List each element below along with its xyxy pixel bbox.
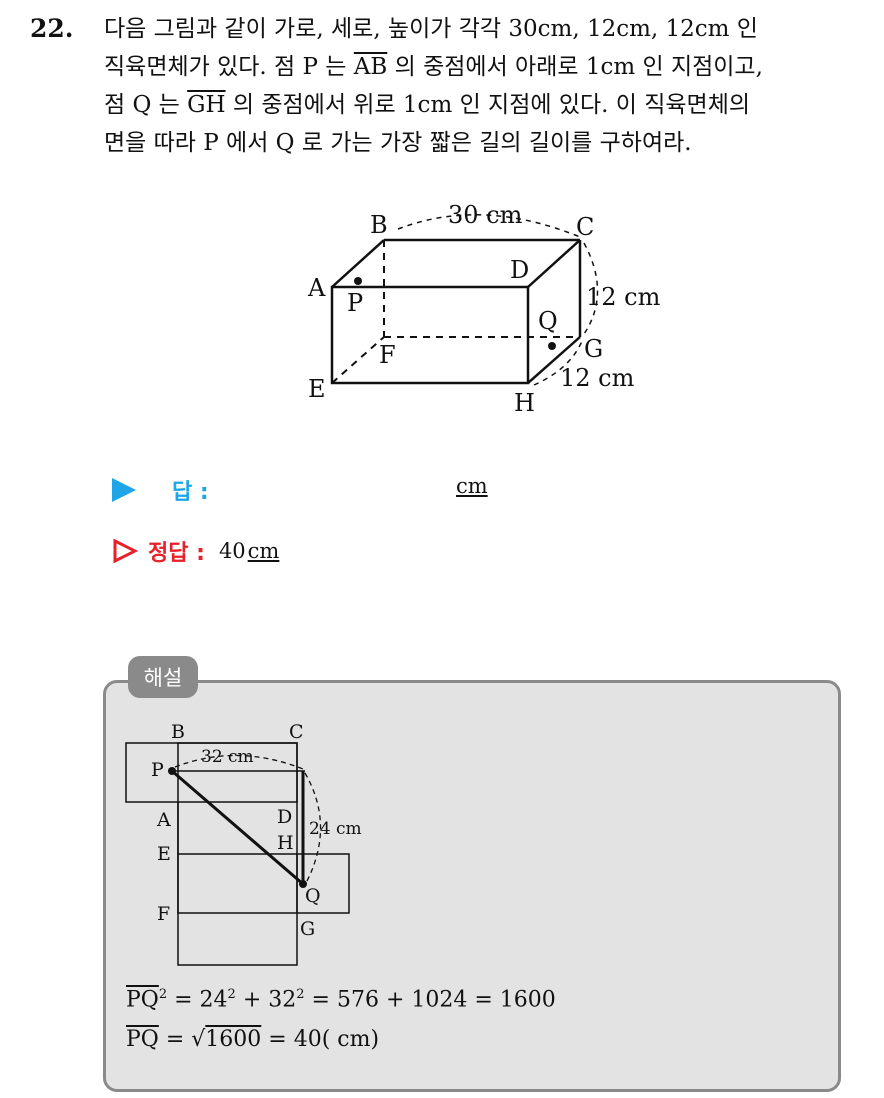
eq1-b: 32 bbox=[268, 987, 297, 1013]
eq2-lhs: PQ bbox=[126, 1027, 159, 1052]
question-line-2-rest: 의 중점에서 아래로 1cm 인 지점이고, bbox=[394, 54, 763, 80]
answer-arrow-icon bbox=[112, 478, 136, 502]
correct-value: 40 bbox=[218, 539, 246, 563]
net-point-q-dot bbox=[299, 880, 307, 888]
equation-1: PQ2 = 242 + 322 = 576 + 1024 = 1600 bbox=[126, 987, 556, 1013]
net-label-b: B bbox=[171, 721, 185, 743]
label-e: E bbox=[308, 375, 326, 403]
segment-gh: GH bbox=[187, 92, 226, 118]
net-figure: B C P A D E H F Q G 32 cm 24 cm bbox=[125, 721, 362, 966]
question-line-2-text: 직육면체가 있다. 점 P 는 bbox=[104, 54, 347, 80]
answer-unit: cm bbox=[456, 474, 488, 498]
net-label-f: F bbox=[157, 903, 170, 925]
correct-arrow-icon bbox=[113, 538, 138, 564]
label-f: F bbox=[379, 341, 396, 369]
length-right: 12 cm bbox=[586, 283, 661, 311]
point-q-dot bbox=[548, 342, 556, 350]
label-a: A bbox=[307, 274, 326, 302]
length-bottom: 12 cm bbox=[560, 364, 635, 392]
question-line-3-rest: 의 중점에서 위로 1cm 인 지점에 있다. 이 직육면체의 bbox=[232, 92, 751, 118]
eq2-rest: = 40( cm) bbox=[268, 1027, 380, 1052]
cuboid-front-face bbox=[330, 285, 530, 385]
question-line-4: 면을 따라 P 에서 Q 로 가는 가장 짧은 길의 길이를 구하여라. bbox=[104, 130, 692, 156]
net-point-p-dot bbox=[168, 767, 176, 775]
segment-pq bbox=[171, 769, 304, 886]
net-label-a: A bbox=[156, 809, 171, 831]
point-p-dot bbox=[354, 277, 362, 285]
eq2-root: 1600 bbox=[205, 1027, 262, 1052]
net-label-g: G bbox=[300, 918, 315, 940]
length-top: 30 cm bbox=[448, 201, 523, 229]
correct-answer-row: 정답 : 40 cm bbox=[112, 535, 279, 567]
net-label-d: D bbox=[277, 806, 292, 828]
answer-label: 답 : bbox=[172, 480, 209, 505]
explanation-box bbox=[103, 680, 841, 1092]
eq1-exp: 2 bbox=[158, 987, 168, 1002]
question-number: 22. bbox=[30, 14, 74, 43]
label-p: P bbox=[347, 289, 363, 317]
question-line-3: 점 Q 는 GH 의 중점에서 위로 1cm 인 지점에 있다. 이 직육면체의 bbox=[104, 90, 750, 120]
explanation-tab: 해설 bbox=[128, 656, 198, 698]
net-label-p: P bbox=[151, 759, 164, 781]
net-label-h: H bbox=[277, 832, 294, 854]
answer-row: 답 : bbox=[112, 474, 209, 506]
label-q: Q bbox=[538, 307, 558, 335]
question-line-1: 다음 그림과 같이 가로, 세로, 높이가 각각 30cm, 12cm, 12c… bbox=[104, 16, 758, 42]
label-c: C bbox=[576, 213, 594, 241]
label-h: H bbox=[514, 389, 535, 417]
cuboid-figure: B C A D P Q F G E H 30 cm 12 cm 12 cm bbox=[307, 201, 661, 417]
label-d: D bbox=[510, 256, 529, 284]
net-label-q: Q bbox=[305, 885, 321, 907]
correct-unit: cm bbox=[247, 539, 280, 563]
label-b: B bbox=[370, 211, 388, 239]
question-line-2: 직육면체가 있다. 점 P 는 AB 의 중점에서 아래로 1cm 인 지점이고… bbox=[104, 52, 763, 82]
net-length-right: 24 cm bbox=[309, 819, 362, 839]
question-line-3-text: 점 Q 는 bbox=[104, 92, 180, 118]
segment-ab: AB bbox=[353, 54, 388, 80]
label-g: G bbox=[584, 335, 603, 363]
net-label-c: C bbox=[289, 721, 304, 743]
correct-label: 정답 : bbox=[148, 541, 205, 566]
net-label-e: E bbox=[157, 843, 171, 865]
net-length-top: 32 cm bbox=[201, 747, 254, 767]
eq1-a: 24 bbox=[199, 987, 228, 1013]
eq1-rest: = 576 + 1024 = 1600 bbox=[311, 987, 556, 1013]
equation-2: PQ = √1600 = 40( cm) bbox=[126, 1027, 380, 1052]
eq1-lhs: PQ bbox=[126, 987, 159, 1013]
